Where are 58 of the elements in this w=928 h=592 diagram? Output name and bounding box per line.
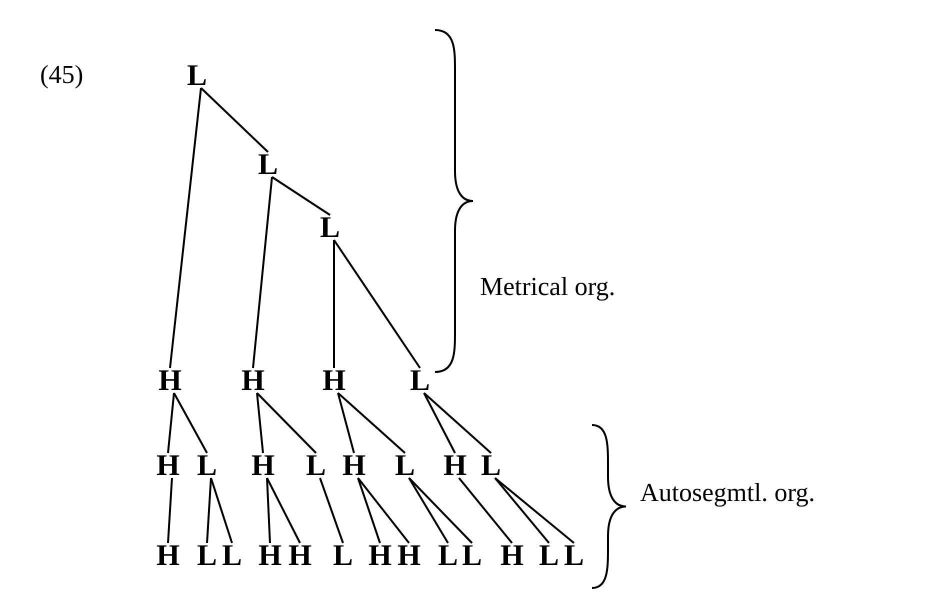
tone-letter: L [539,541,559,571]
association-line [252,176,273,368]
tone-letter: H [368,541,392,571]
association-line [494,477,550,544]
association-line [357,478,381,544]
association-line [266,478,301,544]
association-line [337,392,355,454]
tone-letter: L [222,541,242,571]
tone-letter: L [410,366,430,396]
association-line [494,477,575,544]
association-line [200,87,269,153]
tone-letter: H [397,541,421,571]
tone-letter: L [187,61,207,91]
tone-letter: H [241,366,265,396]
association-line [423,392,456,454]
tone-letter: L [197,541,217,571]
tone-letter: H [288,541,312,571]
association-line [169,88,202,368]
association-line [423,392,492,454]
tone-letter: H [342,451,366,481]
tone-letter: L [333,541,353,571]
tone-letter: L [197,451,217,481]
tone-letter: L [320,213,340,243]
tone-letter: L [395,451,415,481]
tone-letter: H [158,366,182,396]
association-line [408,477,449,544]
association-line [319,478,344,544]
tone-letter: L [306,451,326,481]
association-line [333,240,335,368]
tone-letter: H [322,366,346,396]
tone-letter: L [438,541,458,571]
association-line [408,477,473,544]
association-line [266,478,271,544]
association-line [337,392,406,454]
group-label: Metrical org. [480,272,616,302]
association-line [210,478,233,544]
example-number: (45) [40,60,84,90]
tone-letter: H [251,451,275,481]
tone-letter: L [462,541,482,571]
association-line [271,176,331,216]
association-line [256,392,264,454]
tone-letter: L [564,541,584,571]
tone-letter: H [500,541,524,571]
tone-letter: H [156,541,180,571]
association-line [256,392,317,454]
tone-letter: H [156,451,180,481]
tone-letter: L [481,451,501,481]
tone-letter: H [258,541,282,571]
tone-letter: H [443,451,467,481]
association-line [458,477,513,544]
association-line [167,478,173,544]
group-label: Autosegmtl. org. [640,478,816,508]
association-line [333,239,421,369]
association-line [173,392,208,454]
association-line [357,477,410,544]
association-line [167,392,175,454]
association-line [206,478,212,544]
tone-letter: L [258,150,278,180]
